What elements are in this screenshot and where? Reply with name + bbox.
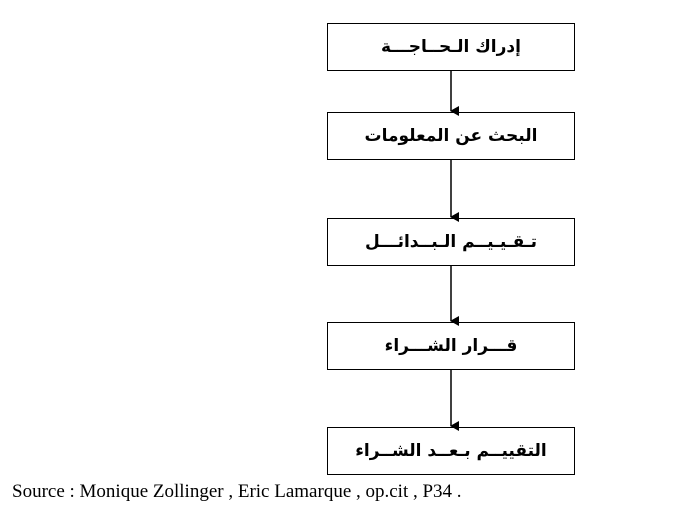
source-caption: Source : Monique Zollinger , Eric Lamarq… [12, 481, 462, 502]
flow-step-label: البحث عن المعلومات [364, 126, 538, 146]
flow-step-purchase-decision: قـــرار الشـــراء [327, 322, 575, 370]
flow-step-label: إدراك الـحــاجـــة [381, 37, 521, 57]
flow-step-label: تـقـيـيــم الـبــدائـــل [364, 232, 538, 252]
flow-step-alternatives-evaluation: تـقـيـيــم الـبــدائـــل [327, 218, 575, 266]
flow-step-post-purchase-evaluation: التقييــم بـعــد الشــراء [327, 427, 575, 475]
flow-step-label: التقييــم بـعــد الشــراء [355, 441, 547, 461]
flow-step-label: قـــرار الشـــراء [384, 336, 518, 356]
flow-step-need-recognition: إدراك الـحــاجـــة [327, 23, 575, 71]
flow-step-information-search: البحث عن المعلومات [327, 112, 575, 160]
